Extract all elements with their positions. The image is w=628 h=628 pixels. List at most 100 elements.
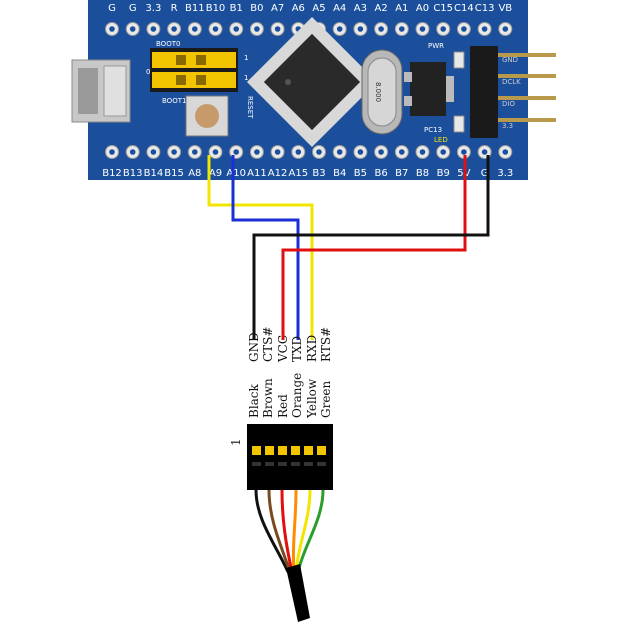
ftdi-connector — [247, 424, 333, 490]
bottom-pin-label: B6 — [374, 168, 387, 179]
top-pin-hole-center — [440, 26, 447, 32]
bottom-pin-hole-center — [212, 149, 219, 155]
top-pin-hole-center — [502, 26, 509, 32]
header-dclk-label: DCLK — [502, 78, 521, 86]
bottom-pin-hole-center — [440, 149, 447, 155]
top-pin-label: C13 — [475, 3, 495, 14]
bottom-pin-hole-center — [295, 149, 302, 155]
top-pin-hole-center — [461, 26, 467, 32]
pwr-label: PWR — [428, 42, 444, 50]
top-pin-hole-center — [150, 26, 157, 32]
top-pin-hole-center — [212, 26, 219, 32]
top-pin-label: A0 — [416, 3, 429, 14]
wire-color-label: Red — [276, 394, 290, 418]
cable-wires — [254, 489, 325, 573]
top-pin-hole-center — [274, 26, 281, 32]
bottom-pin-label: B5 — [354, 168, 367, 179]
wire-blue — [231, 155, 300, 340]
bottom-pin-hole-center — [378, 149, 384, 155]
bottom-pin-label: B14 — [144, 168, 164, 179]
top-pin-label: A4 — [333, 3, 346, 14]
wire-color-label: Black — [247, 383, 261, 418]
micro-usb-connector — [71, 59, 131, 123]
top-pin-hole-center — [336, 26, 343, 32]
top-pin-label: A5 — [312, 3, 325, 14]
voltage-regulator — [404, 62, 454, 116]
signal-label: VCC — [276, 335, 290, 363]
bottom-pin-label: A9 — [209, 168, 222, 179]
bottom-pin-hole-center — [254, 149, 260, 155]
bottom-pin-hole-center — [461, 149, 467, 155]
bottom-pin-label: B3 — [312, 168, 325, 179]
bottom-pin-label: G — [481, 168, 489, 179]
signal-label: GND — [247, 332, 261, 362]
top-pin-label: A2 — [374, 3, 387, 14]
bottom-pin-row — [105, 145, 513, 159]
top-pin-hole-center — [233, 26, 239, 32]
boot0-label: BOOT0 — [156, 40, 180, 48]
crystal-oscillator — [361, 49, 403, 135]
bottom-pin-label: B4 — [333, 168, 346, 179]
wire-color-label: Orange — [290, 373, 304, 418]
bottom-pin-hole-center — [481, 149, 488, 155]
wire-color-label: Green — [319, 380, 333, 418]
connector-slot — [304, 462, 313, 466]
top-pin-hole-center — [254, 26, 260, 32]
bottom-pin-label: 3.3 — [497, 168, 513, 179]
pc13-label: PC13 — [424, 126, 442, 134]
bottom-pin-hole-center — [150, 149, 157, 155]
cable-sheath — [286, 564, 310, 622]
connector-slot — [317, 462, 326, 466]
bottom-pin-hole-center — [109, 149, 115, 155]
bottom-pin-label: B12 — [102, 168, 122, 179]
top-pin-hole-center — [109, 26, 115, 32]
top-pin-hole-center — [129, 26, 136, 32]
top-pin-label: VB — [498, 3, 512, 14]
wire-red — [281, 155, 467, 340]
top-pin-label: A7 — [271, 3, 284, 14]
top-pin-hole-center — [357, 26, 364, 32]
top-pin-hole-center — [419, 26, 426, 32]
wire-yellow — [207, 155, 314, 340]
top-pin-label: A3 — [354, 3, 367, 14]
jumper-mark-0: 0 — [146, 68, 150, 76]
bottom-pin-label: B9 — [437, 168, 450, 179]
bottom-pin-hole-center — [316, 149, 322, 155]
connector-pin — [278, 446, 287, 455]
signal-label: TXD — [290, 336, 304, 362]
top-pin-label: G — [129, 3, 137, 14]
bottom-pin-hole-center — [274, 149, 281, 155]
reset-button — [185, 95, 229, 137]
bottom-pin-hole-center — [399, 149, 405, 155]
top-pin-label: C15 — [433, 3, 453, 14]
wire-black — [252, 155, 490, 340]
pin1-label: 1 — [229, 438, 243, 446]
bottom-pin-label: B7 — [395, 168, 408, 179]
bottom-pin-hole-center — [502, 149, 509, 155]
reset-label: RESET — [246, 96, 254, 119]
header-dio-label: DIO — [502, 100, 515, 108]
bottom-pin-hole-center — [419, 149, 426, 155]
bottom-pin-hole-center — [192, 149, 198, 155]
top-pin-row — [105, 22, 513, 36]
top-pin-hole-center — [378, 26, 384, 32]
bottom-pin-label: B8 — [416, 168, 429, 179]
bottom-pin-hole-center — [171, 149, 177, 155]
top-pin-label: A6 — [292, 3, 305, 14]
top-pin-hole-center — [399, 26, 405, 32]
top-pin-label: B10 — [206, 3, 226, 14]
top-pin-label: B0 — [250, 3, 263, 14]
bottom-pin-hole-center — [129, 149, 136, 155]
boot-jumpers — [150, 48, 238, 92]
connector-pin — [265, 446, 274, 455]
jumper-mark-1: 1 — [244, 54, 248, 62]
bottom-pin-label: A11 — [247, 168, 267, 179]
top-pin-label: G — [108, 3, 116, 14]
top-pin-hole-center — [171, 26, 177, 32]
bottom-pin-hole-center — [233, 149, 239, 155]
top-pin-label: 3.3 — [145, 3, 161, 14]
crystal-label: 8.000 — [374, 82, 382, 102]
